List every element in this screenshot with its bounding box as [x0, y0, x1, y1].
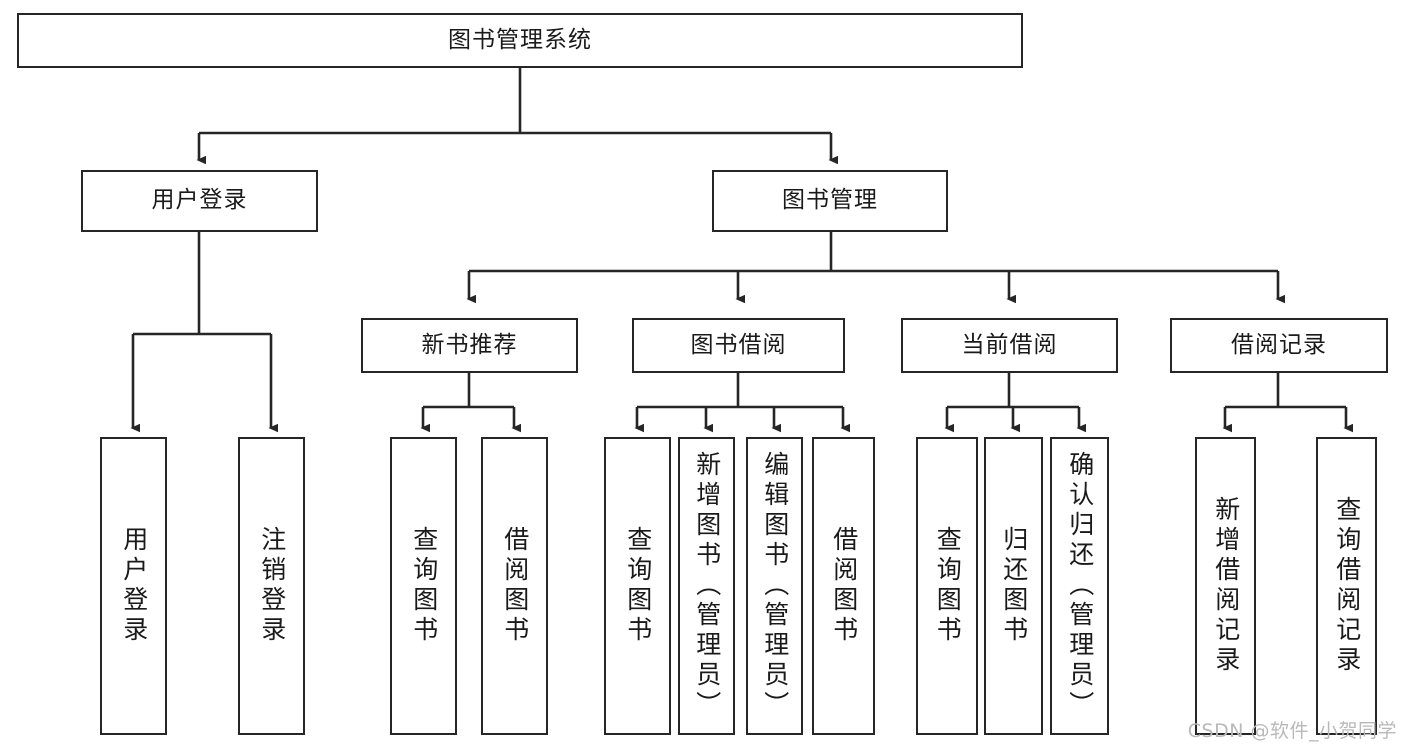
node-user-login[interactable]: 用户登录: [81, 170, 318, 232]
node-label: 查询图书: [623, 526, 653, 646]
node-book-manage[interactable]: 图书管理: [712, 170, 948, 232]
node-label: 用户登录: [119, 526, 149, 646]
node-label: 新增借阅记录: [1211, 496, 1241, 676]
node-label: 新书推荐: [421, 331, 518, 358]
node-borrow-record[interactable]: 借阅记录: [1170, 318, 1388, 373]
node-leaf-query-book-2[interactable]: 查询图书: [604, 437, 671, 735]
node-label: 图书管理系统: [448, 26, 592, 53]
node-leaf-query-book-3[interactable]: 查询图书: [916, 437, 978, 735]
node-label: 查询图书: [933, 526, 963, 646]
node-leaf-return-book[interactable]: 归还图书: [984, 437, 1043, 735]
node-leaf-confirm-return[interactable]: 确认归还（管理员）: [1050, 437, 1109, 735]
node-leaf-query-record[interactable]: 查询借阅记录: [1316, 437, 1377, 735]
node-root-system[interactable]: 图书管理系统: [17, 13, 1023, 68]
node-leaf-add-book[interactable]: 新增图书（管理员）: [678, 437, 735, 735]
node-label: 查询图书: [409, 526, 439, 646]
node-label: 用户登录: [151, 187, 248, 214]
node-label: 查询借阅记录: [1332, 496, 1362, 676]
node-book-borrow[interactable]: 图书借阅: [632, 318, 845, 373]
node-label: 当前借阅: [961, 331, 1058, 358]
csdn-watermark: CSDN @软件_小贺同学: [1187, 720, 1397, 742]
node-leaf-logout[interactable]: 注销登录: [238, 437, 305, 735]
node-label: 确认归还（管理员）: [1065, 451, 1095, 721]
node-label: 归还图书: [999, 526, 1029, 646]
node-label: 图书借阅: [690, 331, 787, 358]
node-leaf-edit-book[interactable]: 编辑图书（管理员）: [746, 437, 803, 735]
node-label: 图书管理: [782, 187, 878, 214]
node-label: 借阅记录: [1231, 331, 1327, 358]
node-label: 编辑图书（管理员）: [760, 451, 790, 721]
node-label: 注销登录: [257, 526, 287, 646]
node-leaf-borrow-book-2[interactable]: 借阅图书: [812, 437, 875, 735]
node-current-borrow[interactable]: 当前借阅: [901, 318, 1118, 373]
node-leaf-user-login[interactable]: 用户登录: [100, 437, 167, 735]
node-label: 借阅图书: [500, 526, 530, 646]
node-leaf-borrow-book-1[interactable]: 借阅图书: [481, 437, 548, 735]
node-new-book-rec[interactable]: 新书推荐: [361, 318, 578, 373]
node-label: 借阅图书: [829, 526, 859, 646]
node-leaf-add-record[interactable]: 新增借阅记录: [1195, 437, 1256, 735]
node-label: 新增图书（管理员）: [692, 451, 722, 721]
node-leaf-query-book-1[interactable]: 查询图书: [390, 437, 457, 735]
